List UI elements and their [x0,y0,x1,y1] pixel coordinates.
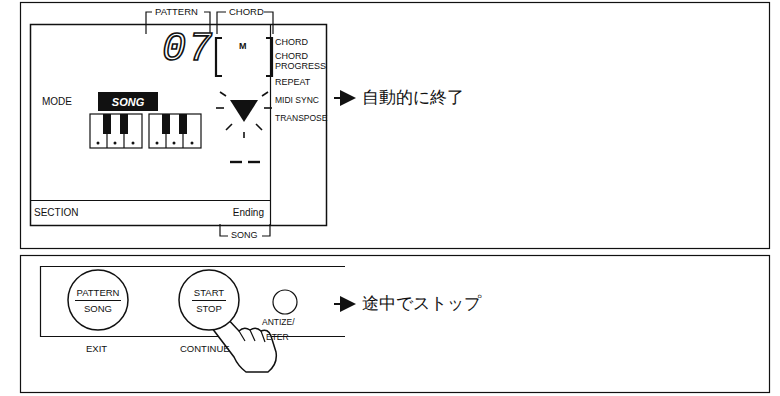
node-text: SECTION [34,207,78,218]
label: ETER [266,333,289,342]
finger-lines [239,330,265,342]
label: CONTINUE [180,344,230,354]
lcd-frame [31,25,327,226]
label: 途中でストップ [362,294,481,313]
section-band: SECTION Ending [31,200,270,223]
button-circle: PATTERN SONG [67,269,129,331]
label: EXIT [86,344,107,354]
label: MIDI SYNC [275,96,319,105]
node-text: STOP [196,303,222,314]
label: CHORD PROGRESS [275,52,325,72]
node-text: SONG [112,96,144,108]
label: CHORD [229,7,264,17]
dashes [230,161,260,163]
panel [41,267,346,337]
label: SONG [231,231,258,241]
chord-bracket [216,38,272,76]
label: TRANSPOSE [275,114,327,123]
mode-indicator: SONG [98,92,158,111]
arrow [334,97,354,99]
label: PATTERN [155,7,198,17]
label: MODE [42,96,72,107]
triangle [230,100,258,122]
button [273,290,297,314]
label: 07 [162,30,214,70]
node-text: Ending [233,207,264,218]
node-text: START [192,287,226,301]
flash-rays [216,92,272,138]
arrow [334,303,354,305]
node-text: SONG [84,303,112,314]
keyboard-icon [90,114,201,148]
label: 自動的に終了 [362,88,464,107]
button-circle: START STOP [178,269,240,331]
label: M [239,42,247,52]
label: REPEAT [275,78,310,88]
label: CHORD [275,38,308,48]
label: ANTIZE/ [262,318,295,327]
node-text: PATTERN [75,287,122,301]
frame [21,256,770,393]
frame [21,3,770,249]
